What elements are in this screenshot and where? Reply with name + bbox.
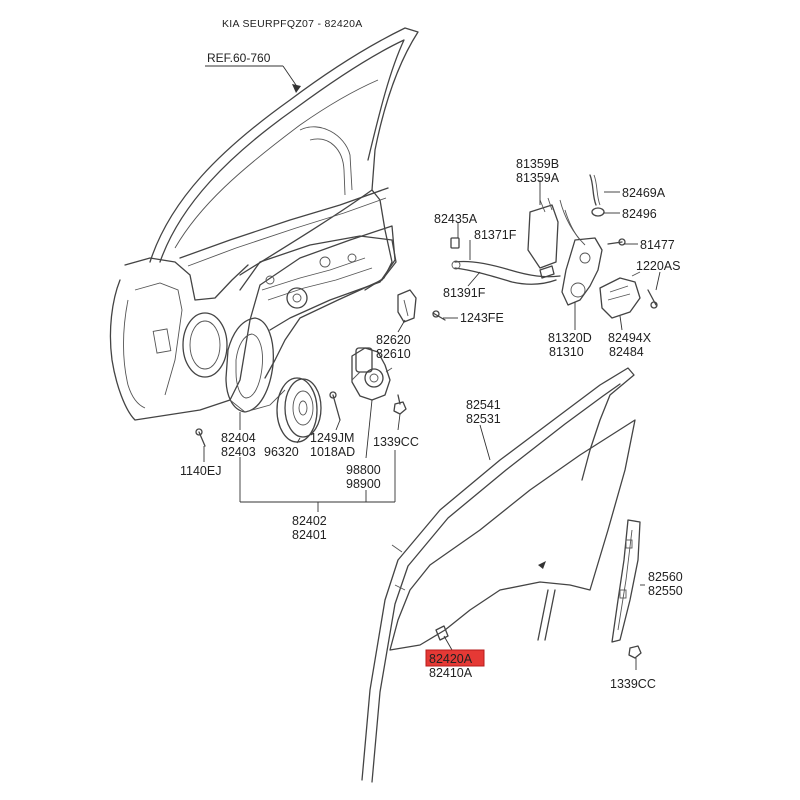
screw-1243fe-drawing bbox=[432, 310, 446, 321]
part-label-82401[interactable]: 82401 bbox=[292, 528, 327, 542]
part-label-81320d[interactable]: 81320D bbox=[548, 331, 592, 345]
regulator-motor-drawing bbox=[351, 347, 393, 401]
part-label-82531[interactable]: 82531 bbox=[466, 412, 501, 426]
bracket-82620-drawing bbox=[397, 289, 417, 323]
glass-direction-arrow-icon bbox=[538, 561, 546, 569]
part-label-1339cc-upper[interactable]: 1339CC bbox=[373, 435, 419, 449]
part-label-82496[interactable]: 82496 bbox=[622, 207, 657, 221]
part-label-98800[interactable]: 98800 bbox=[346, 463, 381, 477]
part-label-82410a[interactable]: 82410A bbox=[429, 666, 473, 680]
part-label-82402[interactable]: 82402 bbox=[292, 514, 327, 528]
door-frame-drawing bbox=[109, 27, 419, 421]
part-label-82469a[interactable]: 82469A bbox=[622, 186, 666, 200]
part-label-1018ad[interactable]: 1018AD bbox=[310, 445, 355, 459]
regulator-module-drawing bbox=[225, 235, 397, 413]
screw-1140ej-drawing bbox=[195, 428, 206, 447]
part-label-82494x[interactable]: 82494X bbox=[608, 331, 652, 345]
part-label-82484[interactable]: 82484 bbox=[609, 345, 644, 359]
rear-channel-drawing bbox=[611, 519, 641, 643]
part-label-82541[interactable]: 82541 bbox=[466, 398, 501, 412]
leader-lines bbox=[203, 180, 661, 670]
speaker-drawing bbox=[276, 377, 322, 443]
reference-callout[interactable]: REF.60-760 bbox=[205, 51, 301, 93]
grommet-82469a-drawing bbox=[589, 174, 605, 217]
part-label-82420a[interactable]: 82420A bbox=[429, 652, 473, 666]
glass-run-channel-drawing bbox=[361, 367, 635, 783]
reference-arrow-icon bbox=[292, 84, 301, 93]
part-label-98900[interactable]: 98900 bbox=[346, 477, 381, 491]
bolt-1220as-drawing bbox=[647, 289, 658, 309]
part-label-81359a[interactable]: 81359A bbox=[516, 171, 560, 185]
actuator-82494x-drawing bbox=[599, 271, 641, 319]
cable-82435a-drawing bbox=[450, 237, 561, 285]
part-label-81310[interactable]: 81310 bbox=[549, 345, 584, 359]
part-label-1249jm[interactable]: 1249JM bbox=[310, 431, 354, 445]
nut-1339cc-upper-drawing bbox=[393, 394, 407, 415]
part-label-82403[interactable]: 82403 bbox=[221, 445, 256, 459]
part-label-81391f[interactable]: 81391F bbox=[443, 286, 486, 300]
part-label-82404[interactable]: 82404 bbox=[221, 431, 256, 445]
part-label-82550[interactable]: 82550 bbox=[648, 584, 683, 598]
diagram-title: KIA SEURPFQZ07 - 82420A bbox=[222, 18, 363, 30]
part-label-82620[interactable]: 82620 bbox=[376, 333, 411, 347]
part-label-1243fe[interactable]: 1243FE bbox=[460, 311, 504, 325]
part-label-82610[interactable]: 82610 bbox=[376, 347, 411, 361]
part-label-82435a[interactable]: 82435A bbox=[434, 212, 478, 226]
part-label-81371f[interactable]: 81371F bbox=[474, 228, 517, 242]
part-label-82560[interactable]: 82560 bbox=[648, 570, 683, 584]
door-glass-drawing bbox=[389, 419, 636, 651]
reference-label[interactable]: REF.60-760 bbox=[207, 51, 271, 65]
part-labels: 81359B 81359A 82469A 82496 82435A 81371F… bbox=[180, 157, 683, 691]
part-label-1140ej[interactable]: 1140EJ bbox=[180, 464, 221, 478]
bracket-81359-drawing bbox=[527, 197, 586, 269]
bolt-81477-drawing bbox=[607, 238, 626, 246]
highlighted-part-box[interactable] bbox=[425, 649, 485, 667]
part-label-81359b[interactable]: 81359B bbox=[516, 157, 559, 171]
door-latch-81310-drawing bbox=[561, 209, 603, 306]
part-label-96320[interactable]: 96320 bbox=[264, 445, 299, 459]
part-label-1220as[interactable]: 1220AS bbox=[636, 259, 680, 273]
screw-1249jm-drawing bbox=[329, 391, 341, 421]
part-label-81477[interactable]: 81477 bbox=[640, 238, 675, 252]
part-label-1339cc-lower[interactable]: 1339CC bbox=[610, 677, 656, 691]
nut-1339cc-lower-drawing bbox=[628, 645, 642, 659]
